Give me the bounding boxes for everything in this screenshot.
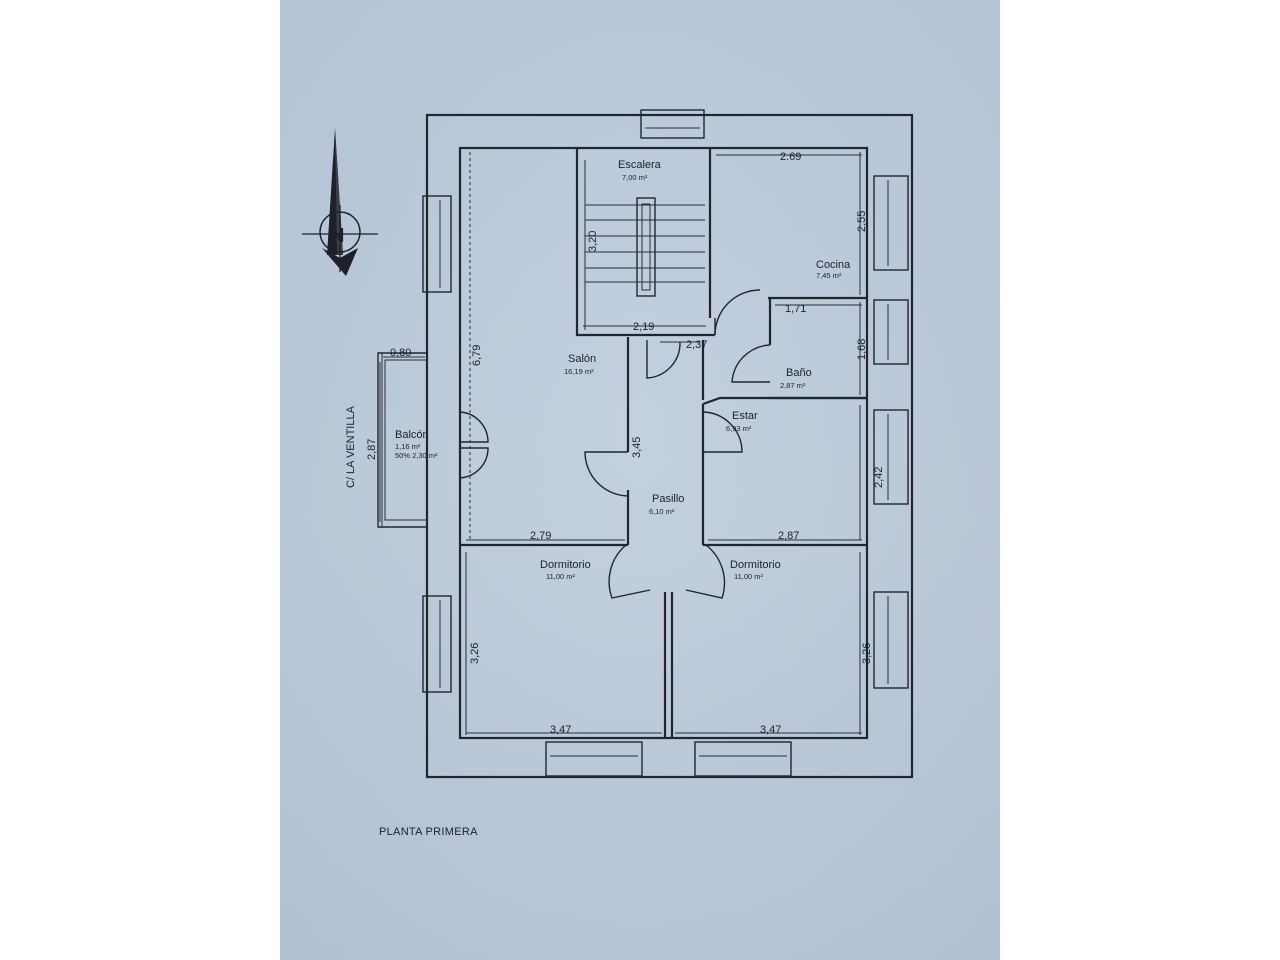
room-name: Estar: [732, 410, 758, 422]
north-label: N: [330, 225, 344, 247]
dim-estar-height: 2,42: [873, 467, 885, 488]
north-arrow-icon: N: [302, 128, 378, 276]
dim-escalera-width: 2,19: [633, 321, 654, 333]
room-name: Cocina: [816, 259, 851, 271]
dimension-lines: [379, 152, 862, 735]
room-area-extra: 50% 2,30 m²: [395, 451, 438, 460]
room-area: 6,93 m²: [726, 424, 752, 433]
balcony-outline: [377, 352, 427, 528]
plan-caption: PLANTA PRIMERA: [379, 826, 478, 838]
dim-banio-height: 1,68: [856, 339, 868, 360]
room-area: 7,00 m²: [622, 173, 648, 182]
dim-cocina-width: 2.69: [780, 151, 801, 163]
room-area: 11,00 m²: [546, 572, 576, 581]
room-name: Baño: [786, 367, 812, 379]
room-name: Salón: [568, 353, 596, 365]
room-salon: Salón 16,19 m²: [564, 353, 596, 376]
dim-salon-width: 2,79: [530, 530, 551, 542]
room-balcon: Balcón 1,16 m² 50% 2,30 m²: [395, 429, 438, 460]
room-area: 6,10 m²: [649, 507, 675, 516]
room-name: Escalera: [618, 159, 662, 171]
room-area: 11,00 m²: [734, 572, 764, 581]
dim-cocina-height: 2,55: [856, 211, 868, 232]
dim-balcon-width: 0,80: [390, 347, 411, 359]
room-dormitorio-left: Dormitorio 11,00 m²: [540, 559, 591, 581]
room-cocina: Cocina 7,45 m²: [816, 259, 851, 280]
room-name: Pasillo: [652, 493, 684, 505]
room-banio: Baño 2,87 m²: [780, 367, 812, 390]
room-area: 7,45 m²: [816, 271, 842, 280]
room-dormitorio-right: Dormitorio 11,00 m²: [730, 559, 781, 581]
dim-pasillo-width: 2,37: [686, 339, 707, 351]
room-area: 1,16 m²: [395, 442, 421, 451]
dim-estar-width: 2,87: [778, 530, 799, 542]
room-name: Balcón: [395, 429, 429, 441]
exterior-walls: [422, 109, 914, 779]
dim-dormitorio-left-width: 3,47: [550, 724, 571, 736]
dim-dormitorio-right-height: 3,26: [861, 643, 873, 664]
dim-escalera-height: 3,20: [587, 231, 599, 252]
dim-banio-width: 1,71: [785, 303, 806, 315]
street-label: C/ LA VENTILLA: [345, 405, 357, 488]
dim-dormitorio-left-height: 3,26: [469, 643, 481, 664]
paper-sheet: [280, 0, 1000, 960]
room-escalera: Escalera 7,00 m²: [618, 159, 662, 182]
dimension-labels: 2.69 2,55 1,71 1,68 3,20 2,19 2,37 6,79 …: [366, 151, 885, 736]
room-name: Dormitorio: [540, 559, 591, 571]
dim-salon-height: 6,79: [471, 345, 483, 366]
room-pasillo: Pasillo 6,10 m²: [649, 493, 684, 516]
interior-walls: [459, 148, 867, 738]
dim-pasillo-height: 3,45: [631, 437, 643, 458]
room-area: 2,87 m²: [780, 381, 806, 390]
dim-balcon-height: 2,87: [366, 439, 378, 460]
dim-dormitorio-right-width: 3,47: [760, 724, 781, 736]
room-area: 16,19 m²: [564, 367, 594, 376]
room-name: Dormitorio: [730, 559, 781, 571]
room-estar: Estar 6,93 m²: [726, 410, 758, 433]
